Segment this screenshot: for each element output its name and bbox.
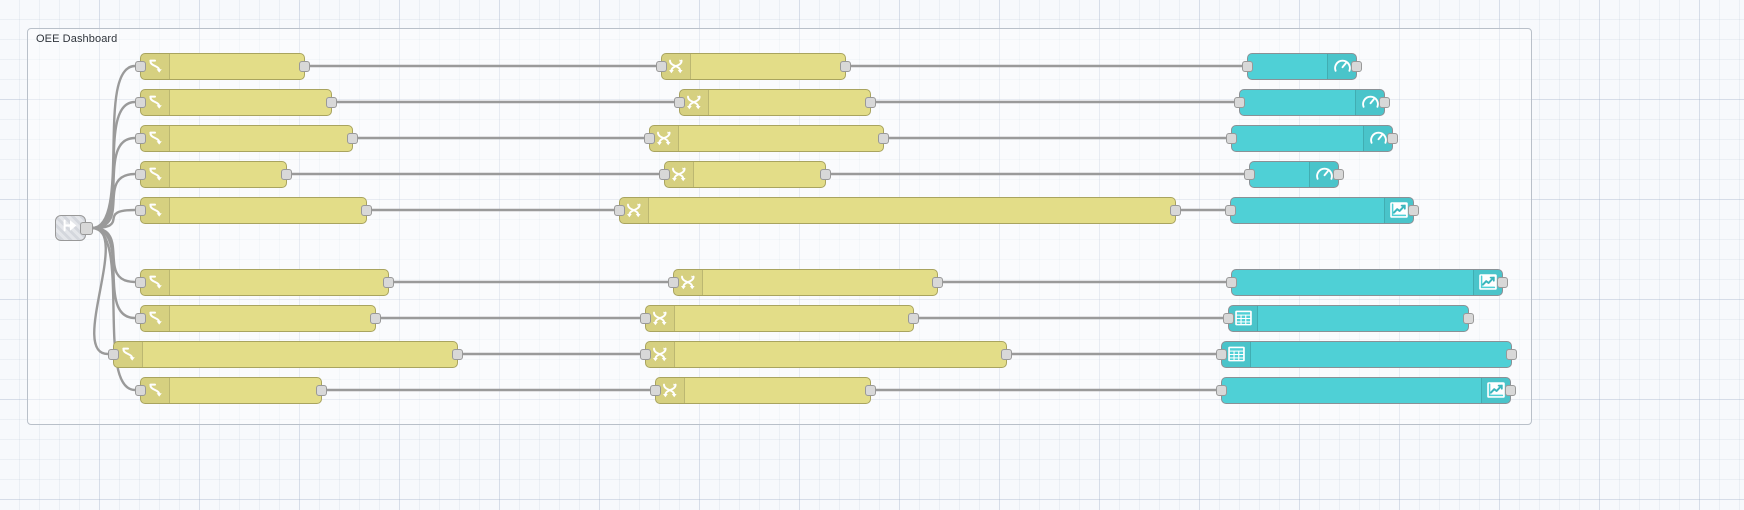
link-in-output-port[interactable] <box>80 221 93 235</box>
switch-node-0[interactable] <box>135 52 310 80</box>
input-port[interactable] <box>135 276 146 288</box>
input-port[interactable] <box>135 204 146 216</box>
table-icon <box>1222 341 1251 367</box>
dashboard-node-0[interactable] <box>1242 52 1362 80</box>
output-port[interactable] <box>347 132 358 144</box>
output-port[interactable] <box>452 348 463 360</box>
switch-node-1[interactable] <box>135 88 337 116</box>
output-port[interactable] <box>326 96 337 108</box>
input-port[interactable] <box>650 384 661 396</box>
output-port[interactable] <box>932 276 943 288</box>
input-port[interactable] <box>135 312 146 324</box>
dashboard-node-7[interactable] <box>1216 340 1517 368</box>
input-port[interactable] <box>1216 384 1227 396</box>
input-port[interactable] <box>135 96 146 108</box>
input-port[interactable] <box>135 60 146 72</box>
switch-icon <box>141 89 170 115</box>
dashboard-node-2[interactable] <box>1226 124 1398 152</box>
dashboard-node-5[interactable] <box>1226 268 1508 296</box>
input-port[interactable] <box>1226 276 1237 288</box>
table-icon <box>1229 305 1258 331</box>
input-port[interactable] <box>108 348 119 360</box>
output-port[interactable] <box>1170 204 1181 216</box>
input-port[interactable] <box>1226 132 1237 144</box>
switch-icon <box>141 305 170 331</box>
input-port[interactable] <box>644 132 655 144</box>
switch-node-2[interactable] <box>135 124 358 152</box>
output-port[interactable] <box>361 204 372 216</box>
gauge-icon <box>1355 89 1384 115</box>
output-port[interactable] <box>1506 348 1517 360</box>
input-port[interactable] <box>135 384 146 396</box>
dashboard-node-8[interactable] <box>1216 376 1516 404</box>
dashboard-node-4[interactable] <box>1225 196 1419 224</box>
input-port[interactable] <box>674 96 685 108</box>
input-port[interactable] <box>135 168 146 180</box>
output-port[interactable] <box>1333 168 1344 180</box>
output-port[interactable] <box>1351 60 1362 72</box>
output-port[interactable] <box>840 60 851 72</box>
dashboard-node-1[interactable] <box>1234 88 1390 116</box>
input-port[interactable] <box>656 60 667 72</box>
input-port[interactable] <box>640 312 651 324</box>
output-port[interactable] <box>908 312 919 324</box>
output-port[interactable] <box>820 168 831 180</box>
switch-node-5[interactable] <box>135 268 394 296</box>
input-port[interactable] <box>614 204 625 216</box>
change-node-4[interactable] <box>614 196 1181 224</box>
switch-node-6[interactable] <box>135 304 381 332</box>
switch-node-4[interactable] <box>135 196 372 224</box>
link-in-icon <box>62 218 79 238</box>
output-port[interactable] <box>1408 204 1419 216</box>
input-port[interactable] <box>668 276 679 288</box>
change-node-6[interactable] <box>640 304 919 332</box>
input-port[interactable] <box>1216 348 1227 360</box>
output-port[interactable] <box>281 168 292 180</box>
output-port[interactable] <box>316 384 327 396</box>
output-port[interactable] <box>1497 276 1508 288</box>
output-port[interactable] <box>1463 312 1474 324</box>
input-port[interactable] <box>135 132 146 144</box>
change-icon <box>620 197 649 223</box>
output-port[interactable] <box>1379 96 1390 108</box>
output-port[interactable] <box>370 312 381 324</box>
input-port[interactable] <box>640 348 651 360</box>
change-node-3[interactable] <box>659 160 831 188</box>
dashboard-node-3[interactable] <box>1244 160 1344 188</box>
input-port[interactable] <box>1244 168 1255 180</box>
change-node-2[interactable] <box>644 124 889 152</box>
output-port[interactable] <box>1505 384 1516 396</box>
output-port[interactable] <box>1001 348 1012 360</box>
switch-node-8[interactable] <box>135 376 327 404</box>
output-port[interactable] <box>865 96 876 108</box>
output-port[interactable] <box>299 60 310 72</box>
chart-icon <box>1481 377 1510 403</box>
link-in-node[interactable] <box>55 215 93 241</box>
change-node-0[interactable] <box>656 52 851 80</box>
input-port[interactable] <box>1234 96 1245 108</box>
change-node-5[interactable] <box>668 268 943 296</box>
input-port[interactable] <box>1223 312 1234 324</box>
change-node-8[interactable] <box>650 376 876 404</box>
switch-node-3[interactable] <box>135 160 292 188</box>
change-node-7[interactable] <box>640 340 1012 368</box>
output-port[interactable] <box>878 132 889 144</box>
output-port[interactable] <box>1387 132 1398 144</box>
dashboard-node-6[interactable] <box>1223 304 1474 332</box>
input-port[interactable] <box>1242 60 1253 72</box>
input-port[interactable] <box>659 168 670 180</box>
change-node-1[interactable] <box>674 88 876 116</box>
switch-node-7[interactable] <box>108 340 463 368</box>
output-port[interactable] <box>383 276 394 288</box>
output-port[interactable] <box>865 384 876 396</box>
input-port[interactable] <box>1225 204 1236 216</box>
switch-icon <box>141 197 170 223</box>
group-label: OEE Dashboard <box>36 33 118 45</box>
